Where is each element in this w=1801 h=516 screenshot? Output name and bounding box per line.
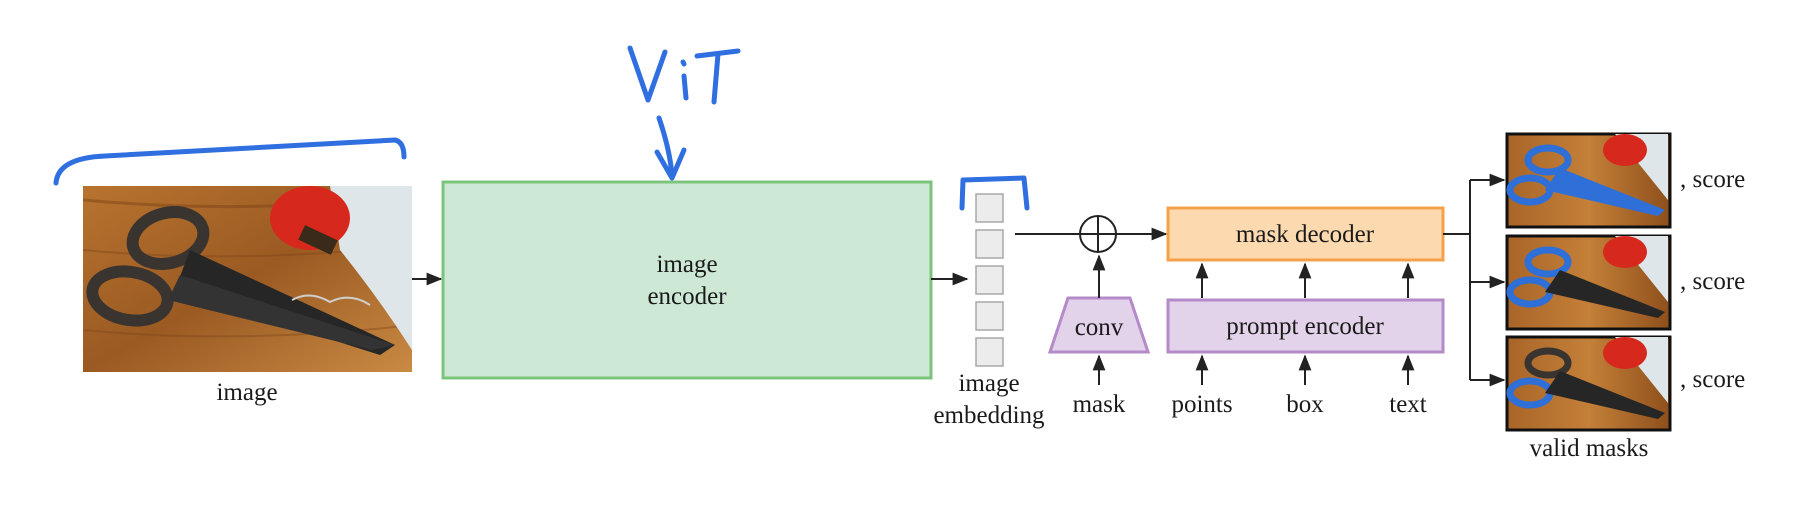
input-image-label: image: [216, 379, 277, 406]
ink-bracket-over-embedding: [959, 175, 1030, 211]
mask-decoder-label: mask decoder: [1236, 221, 1375, 248]
embedding-cell: [975, 265, 1004, 295]
sum-node-icon: [1079, 215, 1117, 253]
mask-input-label: mask: [1073, 391, 1126, 418]
handwritten-vit-label: [627, 45, 741, 105]
conv-label: conv: [1075, 314, 1124, 341]
output-score-label-2: , score: [1680, 268, 1745, 295]
valid-masks-label: valid masks: [1530, 435, 1649, 462]
output-mask-2: [1505, 234, 1672, 331]
output-mask-3: [1505, 335, 1672, 432]
ink-bracket-over-image: [53, 137, 407, 186]
embedding-cell: [975, 193, 1004, 223]
image-encoder-box: [441, 180, 933, 380]
output-mask-1: [1505, 132, 1672, 229]
prompt-input-points: points: [1171, 391, 1232, 418]
ink-arrowhead: [654, 147, 687, 181]
input-image: [82, 186, 413, 372]
embedding-cell: [975, 337, 1004, 367]
prompt-input-text: text: [1389, 391, 1427, 418]
embedding-cell: [975, 229, 1004, 259]
output-branch-lines: [1443, 173, 1506, 387]
image-embedding-label-line2: embedding: [933, 402, 1045, 429]
prompt-encoder-box: [1166, 298, 1445, 354]
ink-arrow-to-encoder: [656, 115, 675, 179]
image-embedding-label-line1: image: [958, 370, 1019, 397]
embedding-cell: [975, 301, 1004, 331]
image-encoder-label-line1: image: [656, 251, 717, 278]
handwritten-annotations: [53, 45, 1030, 211]
prompt-encoder-label: prompt encoder: [1226, 313, 1384, 340]
output-score-label-1: , score: [1680, 166, 1745, 193]
mask-decoder-box: [1166, 206, 1445, 262]
image-encoder-label-line2: encoder: [647, 283, 727, 310]
output-score-label-3: , score: [1680, 366, 1745, 393]
conv-block: [1047, 296, 1151, 354]
scissors-photo-subject: [86, 206, 395, 355]
image-embedding-stack: [975, 193, 1004, 367]
prompt-input-box: box: [1286, 391, 1324, 418]
